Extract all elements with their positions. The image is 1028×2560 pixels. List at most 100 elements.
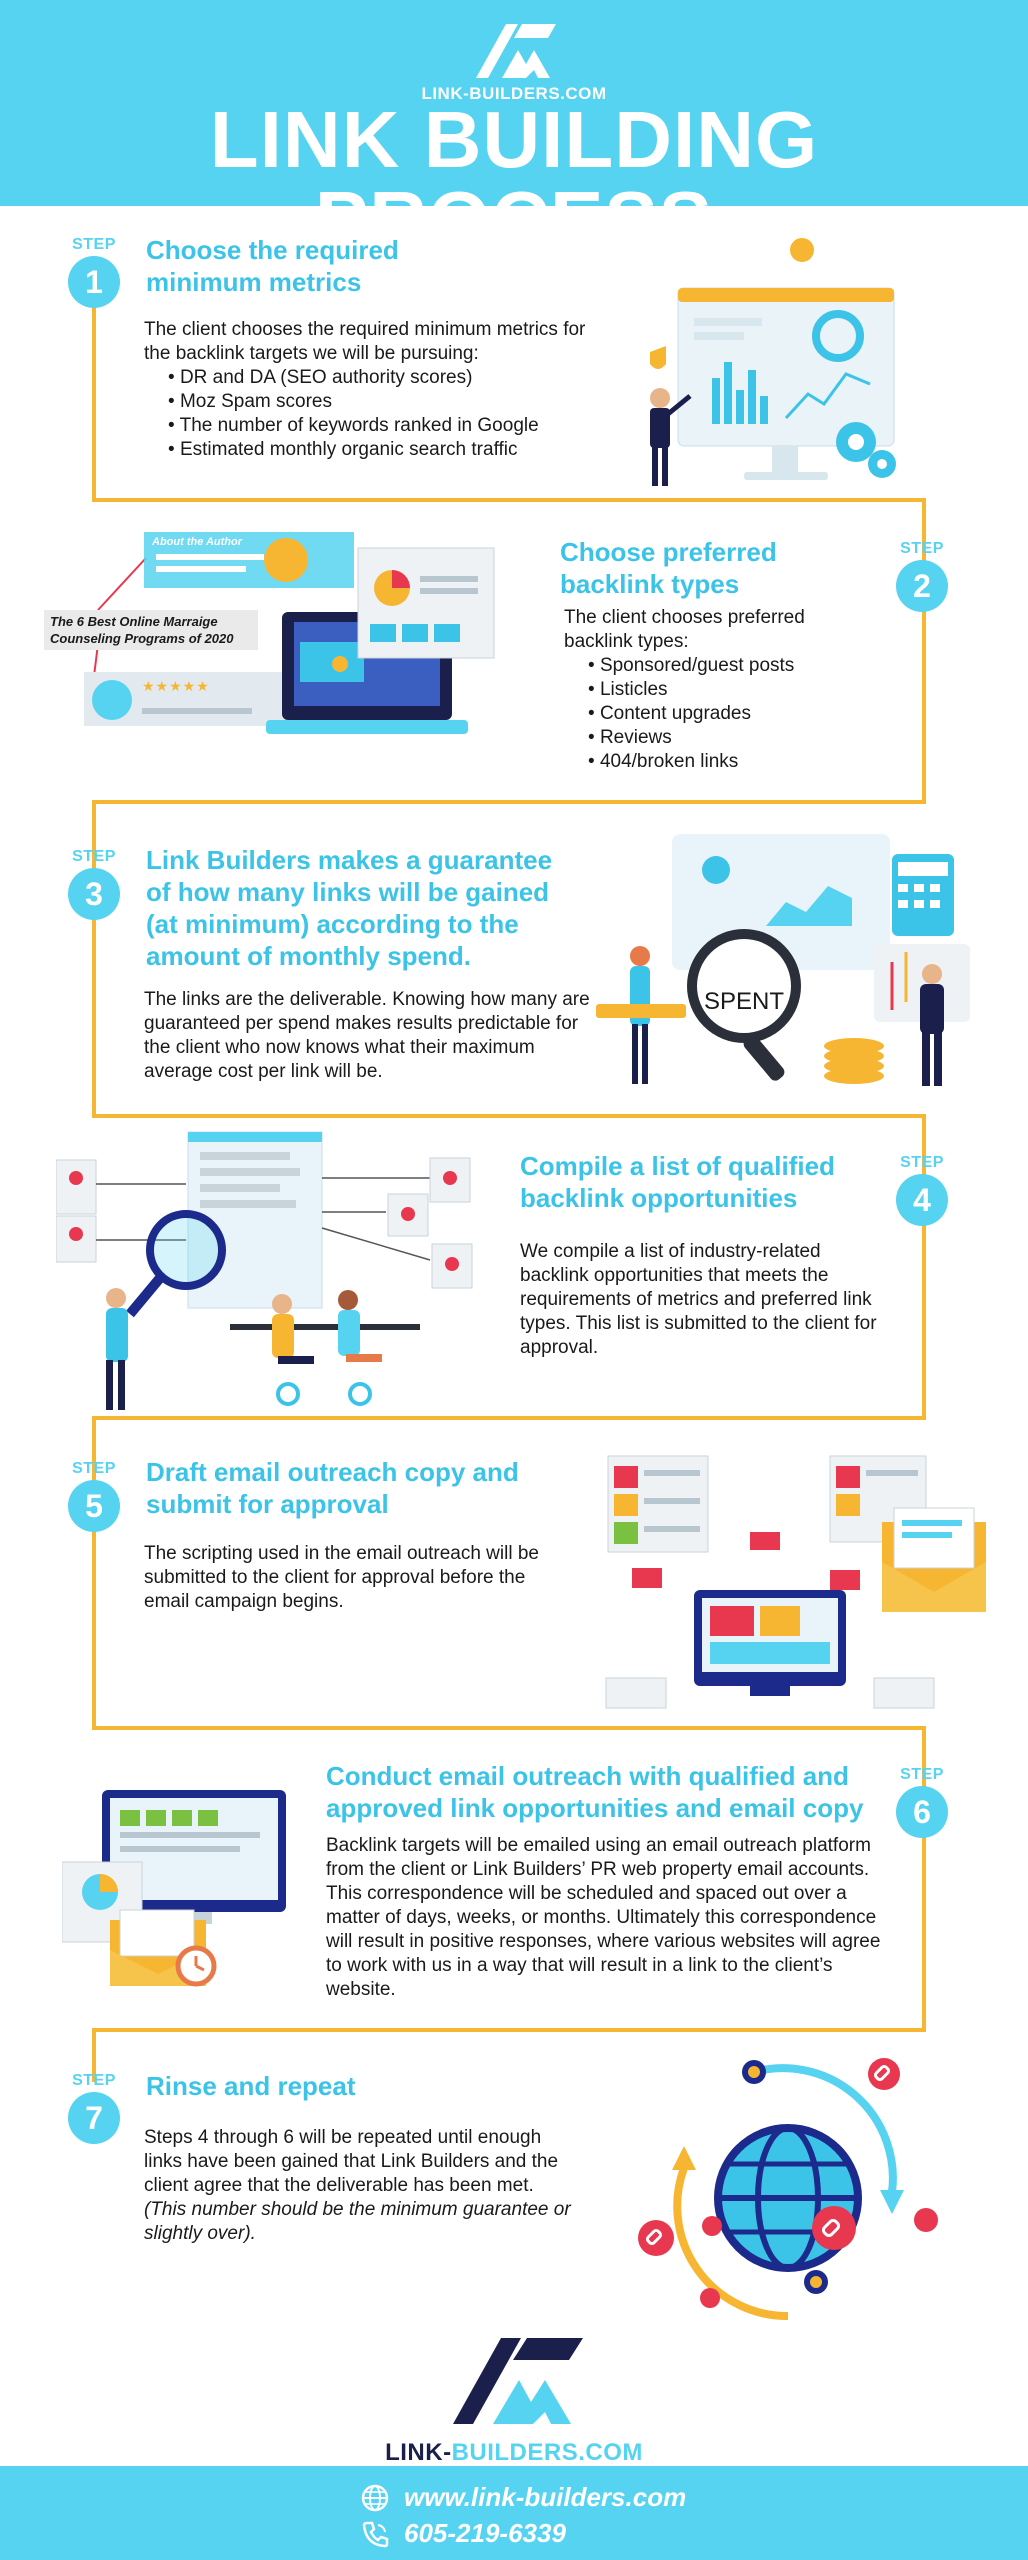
step-label: STEP: [72, 2072, 116, 2089]
bullet-item: Sponsored/guest posts: [588, 654, 864, 678]
step-number: 7: [68, 2092, 120, 2144]
article-title-line: The 6 Best Online Marraige: [50, 614, 218, 629]
connector-line: [92, 1416, 96, 1728]
step-3-title: Link Builders makes a guarantee of how m…: [146, 844, 576, 972]
step-label: STEP: [72, 1460, 116, 1477]
step-note: (This number should be the minimum guara…: [144, 2199, 571, 2244]
globe-icon: [361, 2484, 389, 2511]
connector-line: [92, 294, 96, 500]
gear-icon: [836, 422, 896, 478]
step-3-body: The links are the deliverable. Knowing h…: [144, 989, 590, 1082]
connector-line: [92, 2028, 96, 2082]
step-number: 2: [896, 560, 948, 612]
phone-icon: [362, 2521, 389, 2547]
step-title-line: (at minimum) according to the: [146, 909, 519, 939]
phone-number[interactable]: 605-219-6339: [404, 2518, 566, 2548]
header-banner: LINK-BUILDERS.COM LINK BUILDING PROCESS: [0, 0, 1028, 260]
footer-brand: LINK-BUILDERS.COM: [350, 2439, 678, 2467]
connector-line: [92, 800, 96, 1116]
step-number: 6: [896, 1786, 948, 1838]
step-title-line: submit for approval: [146, 1489, 389, 1519]
step-title-line: Conduct email outreach with qualified an…: [326, 1761, 849, 1791]
step-1-body: The client chooses the required minimum …: [144, 318, 604, 462]
step-title-line: Draft email outreach copy and: [146, 1457, 519, 1487]
footer-bar: www.link-builders.com 605-219-6339: [0, 2466, 1028, 2560]
link-builders-logo-icon: [476, 24, 556, 78]
step-body-text: Steps 4 through 6 will be repeated until…: [144, 2127, 559, 2196]
author-box-label: About the Author: [152, 536, 243, 548]
step-label: STEP: [900, 1766, 944, 1783]
step-number: 1: [68, 256, 120, 308]
step-4-body: We compile a list of industry-related ba…: [520, 1241, 877, 1358]
article-title-line: Counseling Programs of 2020: [50, 631, 234, 646]
step-3-badge: STEP 3: [68, 848, 120, 920]
footer-brand-part2: BUILDERS.COM: [451, 2439, 643, 2466]
step-6-badge: STEP 6: [896, 1766, 948, 1838]
step-5-title: Draft email outreach copy and submit for…: [146, 1456, 546, 1520]
step-2-body: The client chooses preferred backlink ty…: [564, 606, 864, 774]
bullet-item: Content upgrades: [588, 702, 864, 726]
spent-label: SPENT: [704, 988, 785, 1015]
bullet-item: The number of keywords ranked in Google: [168, 414, 604, 438]
step-1-dashboard-illustration: [650, 238, 896, 486]
step-2-badge: STEP 2: [896, 540, 948, 612]
step-label: STEP: [72, 236, 116, 253]
bullet-item: Estimated monthly organic search traffic: [168, 438, 604, 462]
step-title-line: minimum metrics: [146, 267, 362, 297]
bullet-item: Reviews: [588, 726, 864, 750]
step-title-line: Choose preferred: [560, 537, 777, 567]
step-4-title: Compile a list of qualified backlink opp…: [520, 1150, 870, 1214]
website-link[interactable]: www.link-builders.com: [404, 2482, 687, 2512]
step-label: STEP: [72, 848, 116, 865]
step-label: STEP: [900, 540, 944, 557]
footer-website-row[interactable]: www.link-builders.com: [360, 2482, 686, 2513]
step-body-text: The client chooses the required minimum …: [144, 319, 586, 364]
step-title-line: approved link opportunities and email co…: [326, 1793, 864, 1823]
page-title: LINK BUILDING PROCESS: [209, 95, 819, 264]
step-5-email-illustration: [605, 1455, 986, 1709]
step-7-body: Steps 4 through 6 will be repeated until…: [144, 2126, 574, 2246]
connector-line: [92, 800, 926, 804]
step-title-line: amount of monthly spend.: [146, 941, 471, 971]
footer-phone-row[interactable]: 605-219-6339: [360, 2518, 566, 2549]
step-7-badge: STEP 7: [68, 2072, 120, 2144]
link-builders-logo-icon: [453, 2338, 583, 2424]
step-5-body: The scripting used in the email outreach…: [144, 1543, 539, 1612]
step-1-title: Choose the required minimum metrics: [146, 234, 476, 298]
step-4-research-illustration: [56, 1131, 473, 1410]
connector-line: [922, 1726, 926, 2030]
step-title-line: backlink types: [560, 569, 740, 599]
connector-line: [922, 498, 926, 802]
header-brand: LINK-BUILDERS.COM: [421, 84, 607, 103]
step-2-title: Choose preferred backlink types: [560, 536, 860, 600]
connector-line: [92, 498, 926, 502]
connector-line: [92, 1726, 926, 1730]
step-1-bullets: DR and DA (SEO authority scores) Moz Spa…: [144, 366, 604, 462]
step-1-badge: STEP 1: [68, 236, 120, 308]
step-6-title: Conduct email outreach with qualified an…: [326, 1760, 886, 1824]
article-title-box: The 6 Best Online Marraige Counseling Pr…: [44, 610, 258, 650]
connector-line: [92, 1416, 926, 1420]
footer-logo: LINK-BUILDERS.COM: [350, 2330, 678, 2467]
step-number: 3: [68, 868, 120, 920]
step-label: STEP: [900, 1154, 944, 1171]
step-title-line: Rinse and repeat: [146, 2071, 356, 2101]
step-2-bullets: Sponsored/guest posts Listicles Content …: [564, 654, 864, 774]
step-5-badge: STEP 5: [68, 1460, 120, 1532]
step-body-text: The client chooses preferred backlink ty…: [564, 607, 805, 652]
step-2-content-illustration: About the Author The 6 Best Online Marra…: [40, 524, 520, 760]
bullet-item: DR and DA (SEO authority scores): [168, 366, 604, 390]
step-6-outreach-illustration: [62, 1790, 286, 1987]
connector-line: [92, 2028, 926, 2032]
step-title-line: of how many links will be gained: [146, 877, 550, 907]
step-title-line: Choose the required: [146, 235, 399, 265]
step-4-badge: STEP 4: [896, 1154, 948, 1226]
step-7-globe-illustration: [638, 2058, 938, 2321]
connector-line: [922, 1114, 926, 1418]
rating-stars: ★★★★★: [142, 678, 210, 694]
bullet-item: 404/broken links: [588, 750, 864, 774]
step-number: 5: [68, 1480, 120, 1532]
header-logo: LINK-BUILDERS.COM: [398, 18, 630, 104]
step-number: 4: [896, 1174, 948, 1226]
bullet-item: Moz Spam scores: [168, 390, 604, 414]
